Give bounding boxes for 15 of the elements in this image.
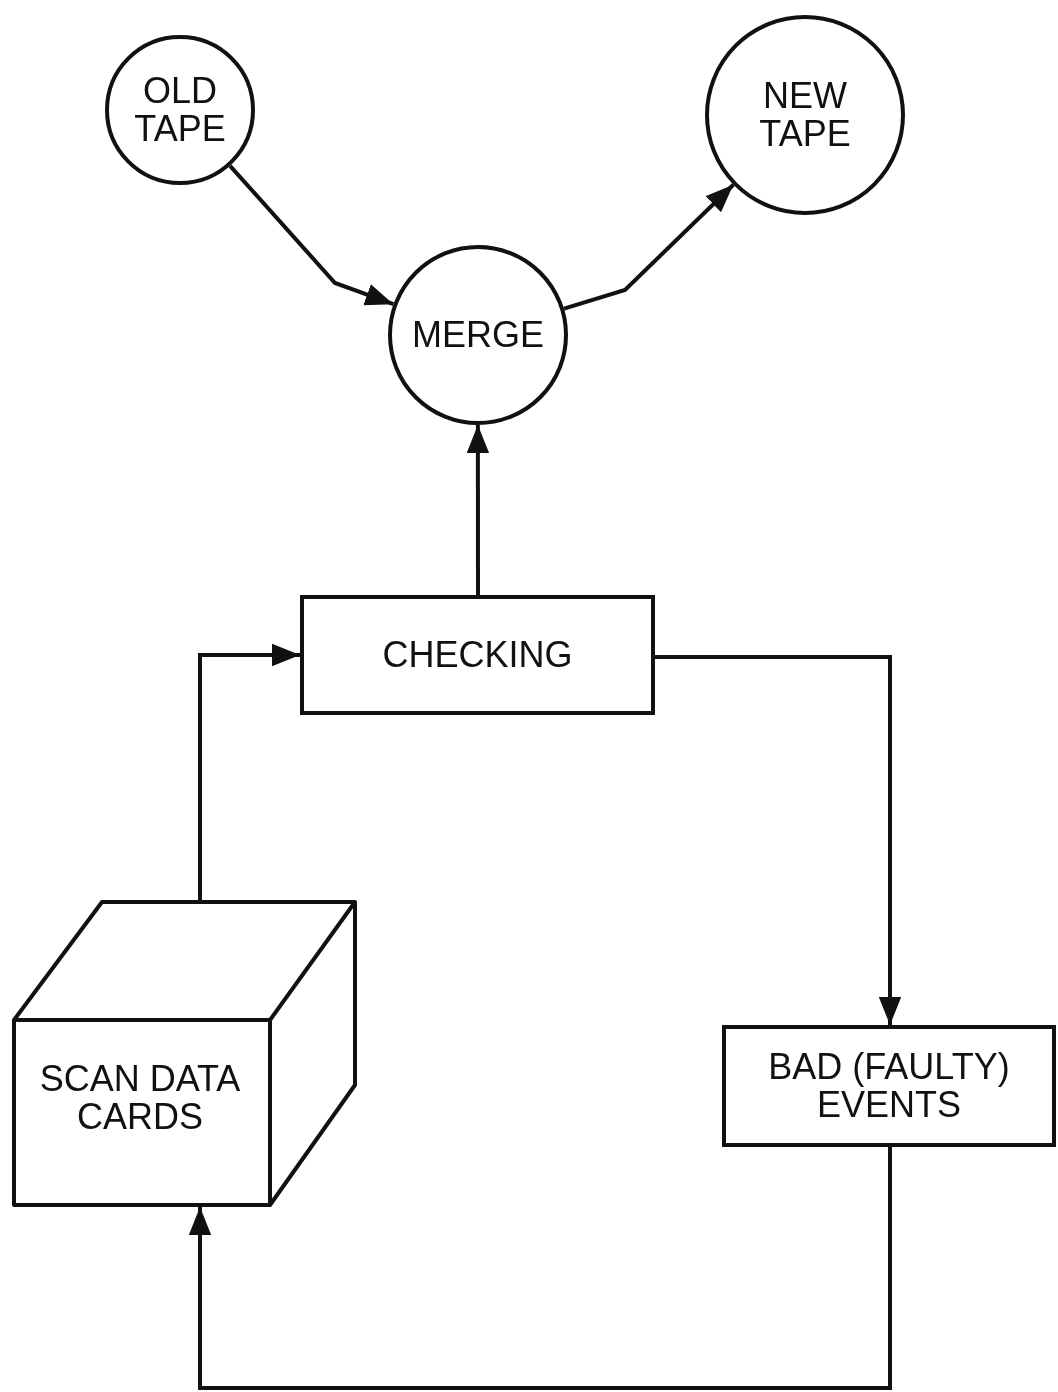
node-label: BAD (FAULTY) EVENTS [767, 1048, 1011, 1124]
node-label: OLD TAPE [133, 72, 227, 148]
arrow [228, 164, 395, 307]
node-label: MERGE [411, 316, 545, 354]
arrow [655, 655, 902, 1025]
arrow [198, 643, 300, 900]
node-label: SCAN DATA CARDS [38, 1060, 242, 1136]
arrow [563, 183, 735, 311]
process-box [722, 1025, 1056, 1147]
card-deck-cube [12, 900, 357, 1207]
node-label: NEW TAPE [758, 77, 852, 153]
node-label: CHECKING [381, 636, 574, 674]
arrow [188, 1147, 892, 1390]
process-box [300, 595, 655, 715]
arrow [466, 425, 490, 595]
